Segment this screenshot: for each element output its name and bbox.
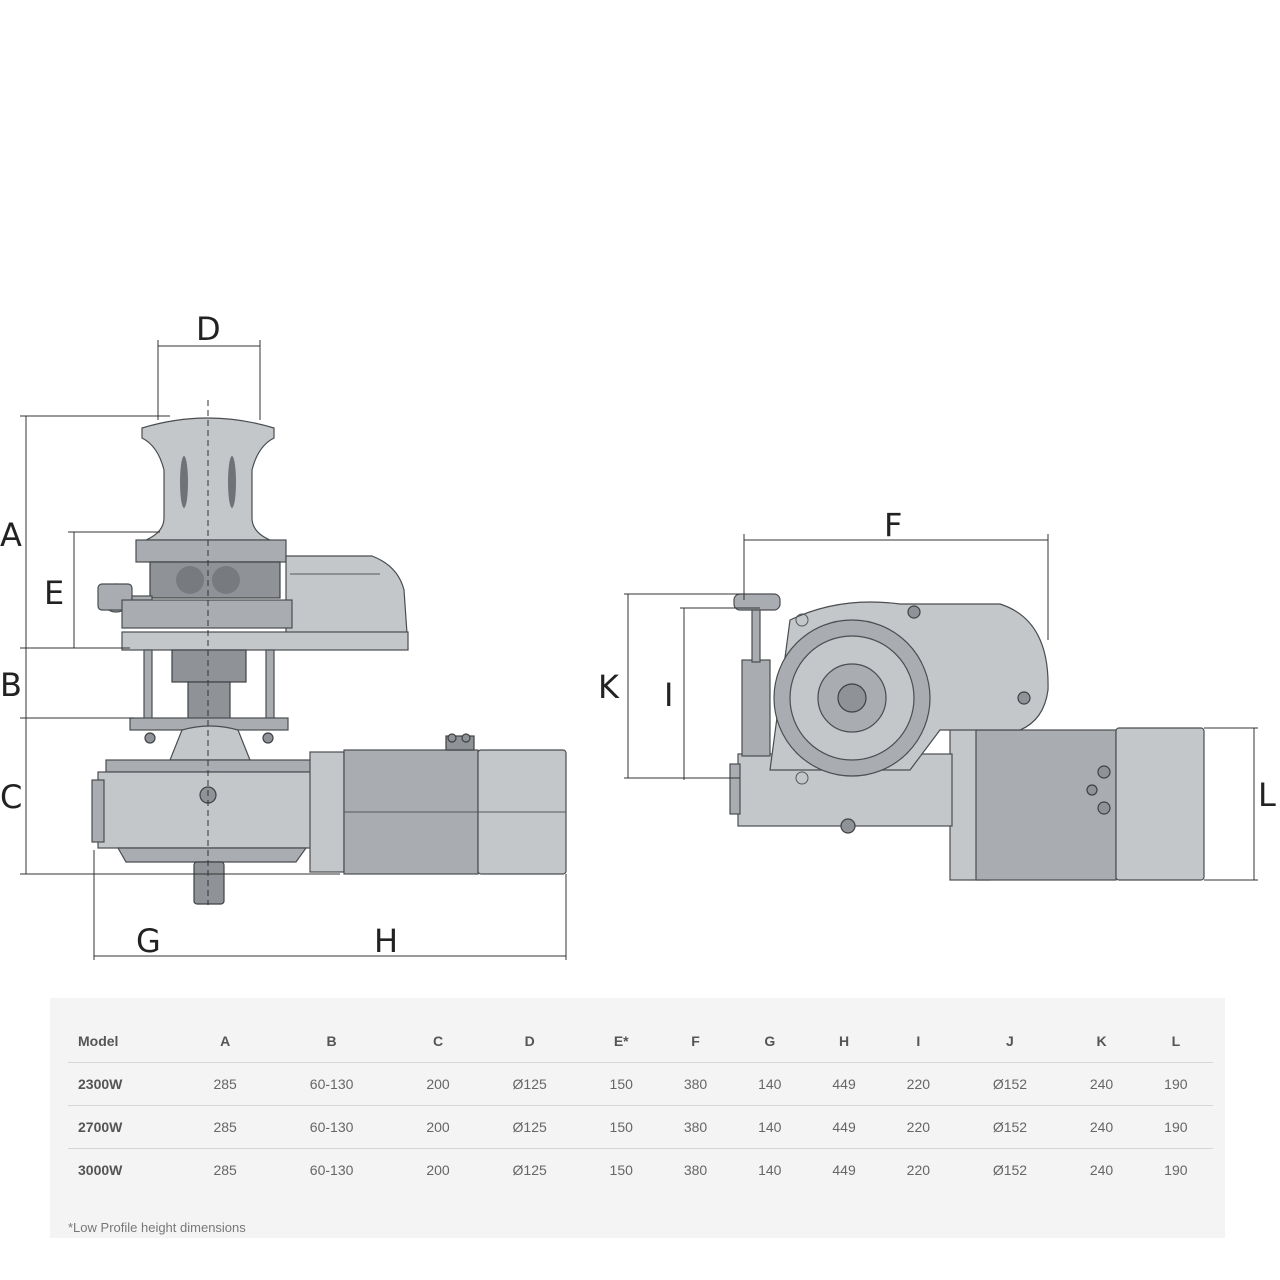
table-row: 3000W 285 60-130 200 Ø125 150 380 140 44… (68, 1148, 1213, 1191)
header-h: H (839, 1033, 850, 1049)
dim-label-b: B (0, 666, 22, 704)
table-cell: 60-130 (262, 1062, 401, 1106)
header-a: A (220, 1033, 231, 1049)
side-view (91, 417, 567, 905)
table-cell: 2300W (68, 1062, 188, 1106)
table-cell: Ø125 (475, 1062, 585, 1106)
header-l: L (1171, 1033, 1181, 1049)
table-cell: 285 (188, 1148, 263, 1191)
table-cell: 200 (400, 1148, 476, 1191)
table-cell: 190 (1138, 1062, 1213, 1106)
table-cell: 150 (584, 1062, 659, 1106)
table-cell: 449 (806, 1148, 882, 1191)
header-e: E* (613, 1033, 629, 1049)
dim-label-l: L (1258, 776, 1276, 814)
table-cell: 240 (1064, 1062, 1139, 1106)
header-d: D (524, 1033, 535, 1049)
table-cell: 240 (1064, 1148, 1139, 1191)
header-model: Model (78, 1033, 119, 1049)
front-view-dimensions (624, 534, 1258, 881)
table-cell: 220 (881, 1148, 956, 1191)
table-cell: 190 (1138, 1148, 1213, 1191)
table-cell: 200 (400, 1062, 476, 1106)
table-cell: 449 (806, 1105, 882, 1149)
dim-label-i: I (664, 676, 673, 714)
dim-label-a: A (0, 516, 22, 554)
table-cell: 220 (881, 1105, 956, 1149)
table-cell: Ø152 (955, 1105, 1065, 1149)
table-cell: 140 (732, 1062, 807, 1106)
dimensions-table-panel: Model A B C D E* F G H I J K L 2300W 285… (50, 998, 1225, 1238)
header-f: F (691, 1033, 700, 1049)
header-g: G (764, 1033, 776, 1049)
table-cell: 200 (400, 1105, 476, 1149)
table-cell: 190 (1138, 1105, 1213, 1149)
header-b: B (326, 1033, 337, 1049)
table-cell: 220 (881, 1062, 956, 1106)
header-k: K (1096, 1033, 1107, 1049)
dim-label-e: E (44, 574, 64, 612)
table-footnote: *Low Profile height dimensions (68, 1220, 246, 1235)
table-cell: 140 (732, 1148, 807, 1191)
table-cell: 380 (658, 1062, 733, 1106)
table-cell: 60-130 (262, 1148, 401, 1191)
dim-label-d: D (196, 310, 221, 348)
dim-label-c: C (0, 778, 22, 816)
table-cell: 150 (584, 1148, 659, 1191)
table-cell: 380 (658, 1105, 733, 1149)
table-cell: 380 (658, 1148, 733, 1191)
table-cell: 3000W (68, 1148, 188, 1191)
table-cell: Ø152 (955, 1062, 1065, 1106)
table-cell: 60-130 (262, 1105, 401, 1149)
table-cell: Ø125 (475, 1105, 585, 1149)
table-cell: 150 (584, 1105, 659, 1149)
table-cell: 240 (1064, 1105, 1139, 1149)
front-view (729, 593, 1205, 881)
side-view-dimensions (20, 340, 567, 960)
windlass-technical-drawing: D A E B C G H F K I L (0, 310, 1276, 960)
header-j: J (1006, 1033, 1014, 1049)
table-cell: 2700W (68, 1105, 188, 1149)
dimensions-table: Model A B C D E* F G H I J K L 2300W 285… (68, 1020, 1213, 1191)
dim-label-k: K (598, 668, 620, 706)
table-cell: 449 (806, 1062, 882, 1106)
dim-label-f: F (884, 506, 902, 544)
table-cell: 285 (188, 1062, 263, 1106)
table-cell: 140 (732, 1105, 807, 1149)
dim-label-g: G (136, 922, 161, 960)
header-i: I (916, 1033, 921, 1049)
table-cell: 285 (188, 1105, 263, 1149)
table-row: 2700W 285 60-130 200 Ø125 150 380 140 44… (68, 1105, 1213, 1149)
table-row: 2300W 285 60-130 200 Ø125 150 380 140 44… (68, 1062, 1213, 1106)
table-cell: Ø152 (955, 1148, 1065, 1191)
dim-label-h: H (374, 922, 398, 960)
table-header-row: Model A B C D E* F G H I J K L (68, 1020, 1213, 1063)
header-c: C (432, 1033, 444, 1049)
table-cell: Ø125 (475, 1148, 585, 1191)
